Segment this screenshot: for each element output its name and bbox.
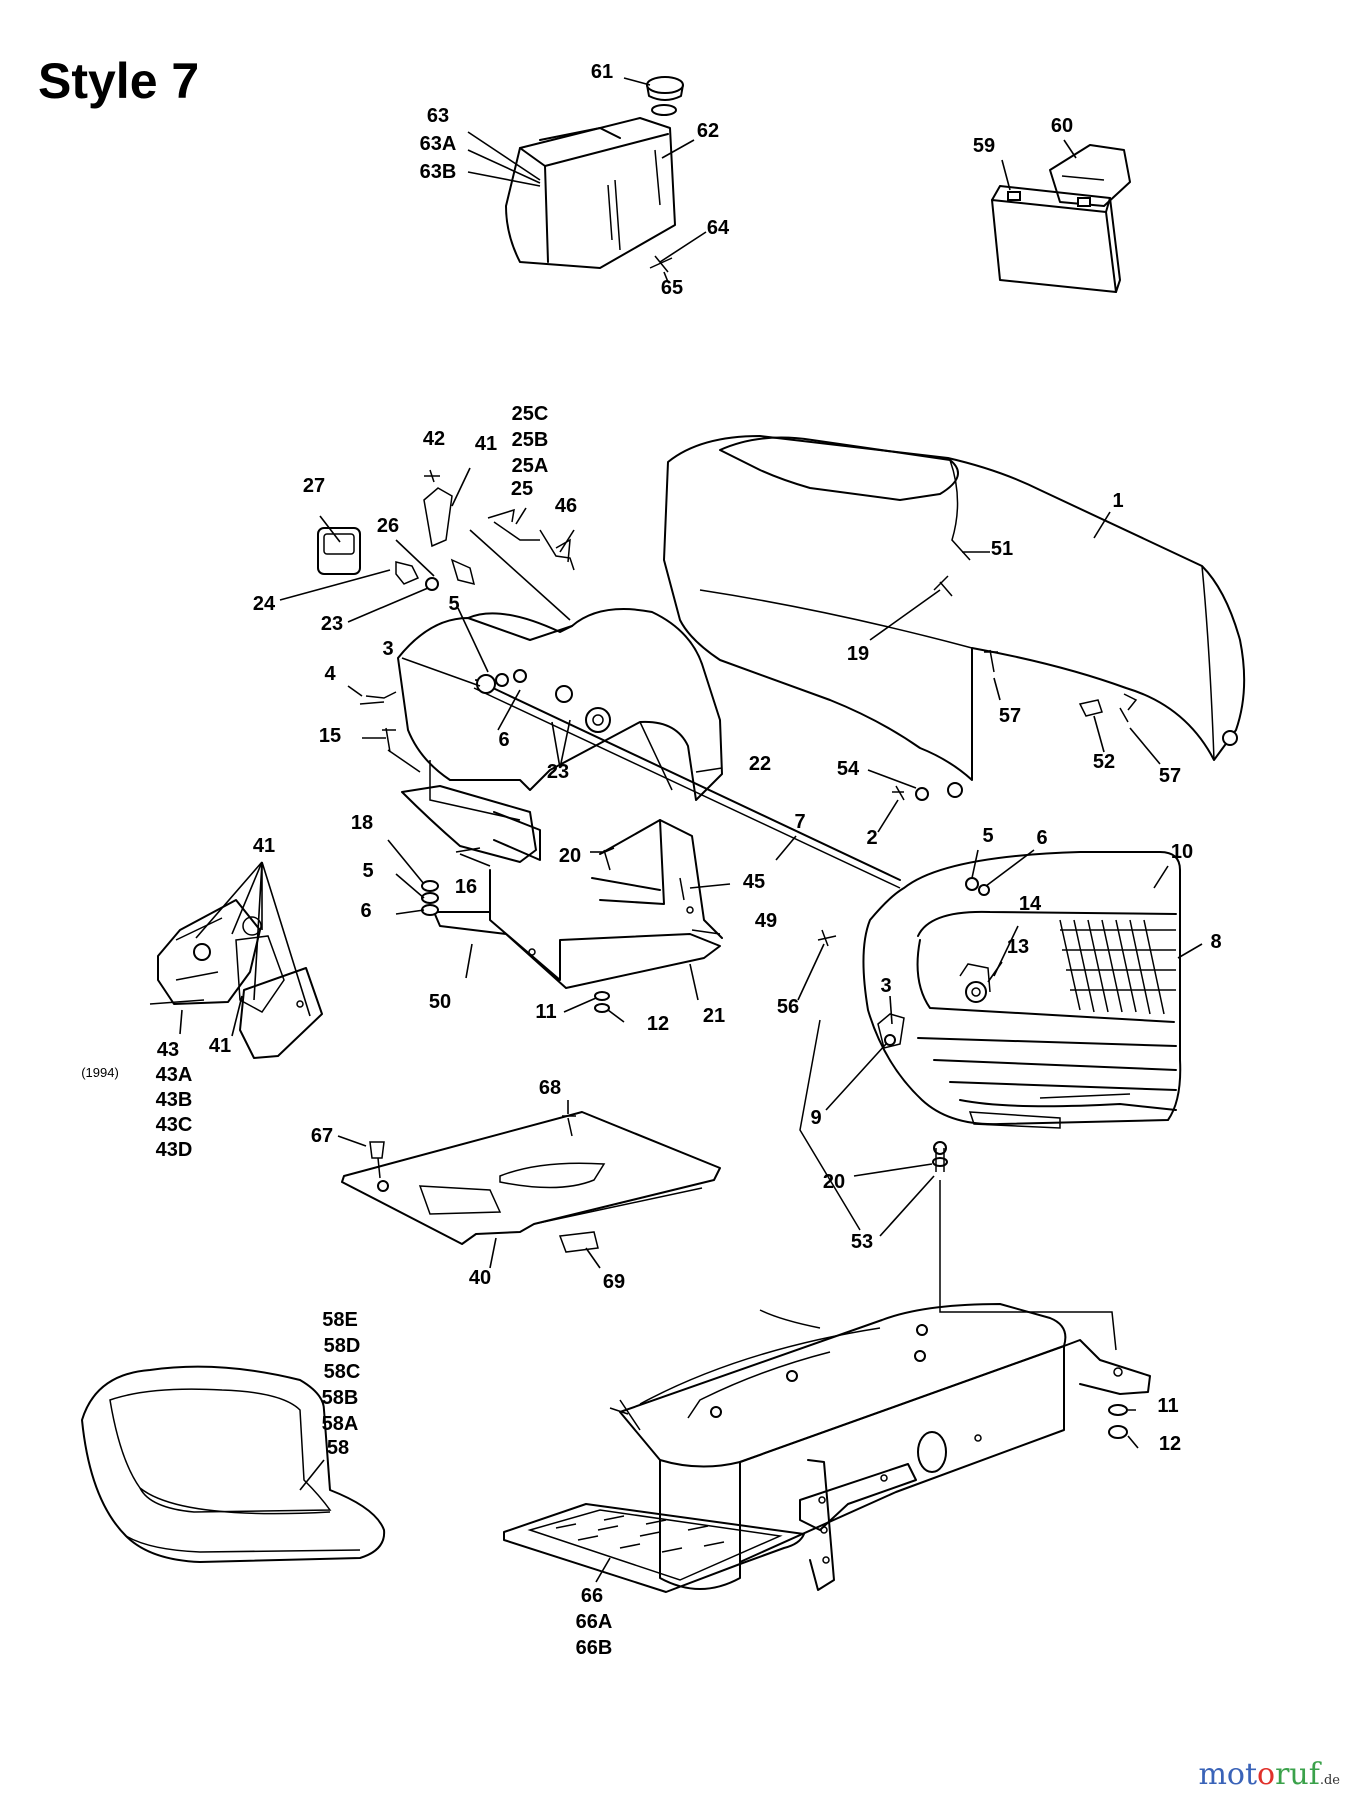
callout-label-58e: 58E <box>322 1309 358 1331</box>
callout-label-19: 19 <box>847 643 869 665</box>
callout-label-61: 61 <box>591 61 613 83</box>
logo-tld: .de <box>1319 1773 1340 1788</box>
callout-label-5: 5 <box>362 860 373 882</box>
callout-label-5: 5 <box>448 593 459 615</box>
seat-drawing <box>81 1365 386 1563</box>
year-note: (1994) <box>81 1065 119 1080</box>
callout-label-25a: 25A <box>512 455 549 477</box>
callout-label-43d: 43D <box>156 1139 193 1161</box>
callout-label-12: 12 <box>1159 1433 1181 1455</box>
motoruf-logo: motoruf.de <box>1198 1757 1340 1792</box>
callout-label-20: 20 <box>559 845 581 867</box>
callout-label-58d: 58D <box>324 1335 361 1357</box>
callout-label-23: 23 <box>547 761 569 783</box>
callout-label-25: 25 <box>511 478 533 500</box>
callout-label-49: 49 <box>755 910 777 932</box>
callout-label-5: 5 <box>982 825 993 847</box>
callout-label-64: 64 <box>707 217 730 239</box>
callout-label-41: 41 <box>209 1035 231 1057</box>
callout-label-66: 66 <box>581 1585 603 1607</box>
callout-label-15: 15 <box>319 725 341 747</box>
callout-label-40: 40 <box>469 1267 491 1289</box>
callout-label-54: 54 <box>837 758 860 780</box>
battery-drawing <box>991 139 1131 293</box>
callout-label-50: 50 <box>429 991 451 1013</box>
frame-drawing <box>609 1300 1151 1591</box>
callout-label-1: 1 <box>1112 490 1123 512</box>
callout-label-26: 26 <box>377 515 399 537</box>
callout-label-58: 58 <box>327 1437 349 1459</box>
callout-label-25c: 25C <box>512 403 549 425</box>
callout-label-67: 67 <box>311 1125 333 1147</box>
callout-label-65: 65 <box>661 277 683 299</box>
callout-label-43a: 43A <box>156 1064 193 1086</box>
callout-label-63a: 63A <box>420 133 457 155</box>
dashboard-panel-drawing <box>279 467 723 821</box>
callout-label-7: 7 <box>794 811 805 833</box>
callout-label-22: 22 <box>749 753 771 775</box>
callout-label-43: 43 <box>157 1039 179 1061</box>
callout-label-43c: 43C <box>156 1114 193 1136</box>
callout-label-57: 57 <box>1159 765 1181 787</box>
fuel-tank-drawing <box>467 76 707 283</box>
callout-label-68: 68 <box>539 1077 561 1099</box>
callout-label-11: 11 <box>1157 1395 1178 1417</box>
callout-label-62: 62 <box>697 120 719 142</box>
callout-label-4: 4 <box>324 663 336 685</box>
callout-label-41: 41 <box>475 433 497 455</box>
floor-pan-drawing <box>337 1100 721 1269</box>
callout-label-45: 45 <box>743 871 765 893</box>
callout-label-43b: 43B <box>156 1089 193 1111</box>
callout-label-9: 9 <box>810 1107 821 1129</box>
callout-label-6: 6 <box>360 900 371 922</box>
callout-label-18: 18 <box>351 812 373 834</box>
callout-label-20: 20 <box>823 1171 845 1193</box>
callout-label-6: 6 <box>1036 827 1047 849</box>
callout-label-63: 63 <box>427 105 449 127</box>
callout-label-11: 11 <box>535 1001 556 1023</box>
diagram-title: Style 7 <box>38 53 199 109</box>
callout-label-58b: 58B <box>322 1387 359 1409</box>
steering-rod-drawing <box>347 607 901 889</box>
callout-label-57: 57 <box>999 705 1021 727</box>
hood-drawing <box>663 435 1246 833</box>
callout-label-56: 56 <box>777 996 799 1018</box>
callout-label-21: 21 <box>703 1005 725 1027</box>
callout-label-14: 14 <box>1019 893 1042 915</box>
callout-label-27: 27 <box>303 475 325 497</box>
callout-label-59: 59 <box>973 135 995 157</box>
callout-label-6: 6 <box>498 729 509 751</box>
callout-label-58c: 58C <box>324 1361 361 1383</box>
callout-label-2: 2 <box>866 827 877 849</box>
callout-label-52: 52 <box>1093 751 1115 773</box>
callout-label-23: 23 <box>321 613 343 635</box>
callout-label-25b: 25B <box>512 429 549 451</box>
callout-label-41: 41 <box>253 835 275 857</box>
callout-label-16: 16 <box>455 876 477 898</box>
side-bracket-drawing <box>149 861 323 1059</box>
callout-label-69: 69 <box>603 1271 625 1293</box>
callout-label-10: 10 <box>1171 841 1193 863</box>
callout-label-13: 13 <box>1007 936 1029 958</box>
callout-label-66b: 66B <box>576 1637 613 1659</box>
callout-label-58a: 58A <box>322 1413 359 1435</box>
callout-label-3: 3 <box>880 975 891 997</box>
callout-label-60: 60 <box>1051 115 1073 137</box>
console-bracket-drawing <box>387 785 731 1023</box>
footrest-drawing <box>503 1503 805 1593</box>
callout-label-12: 12 <box>647 1013 669 1035</box>
callout-label-46: 46 <box>555 495 577 517</box>
callout-label-24: 24 <box>253 593 276 615</box>
callout-label-63b: 63B <box>420 161 457 183</box>
callout-label-66a: 66A <box>576 1611 613 1633</box>
callout-label-53: 53 <box>851 1231 873 1253</box>
callout-label-42: 42 <box>423 428 445 450</box>
callout-label-3: 3 <box>382 638 393 660</box>
callout-label-8: 8 <box>1210 931 1221 953</box>
grille-nose-drawing <box>797 849 1203 1300</box>
callout-label-51: 51 <box>991 538 1013 560</box>
